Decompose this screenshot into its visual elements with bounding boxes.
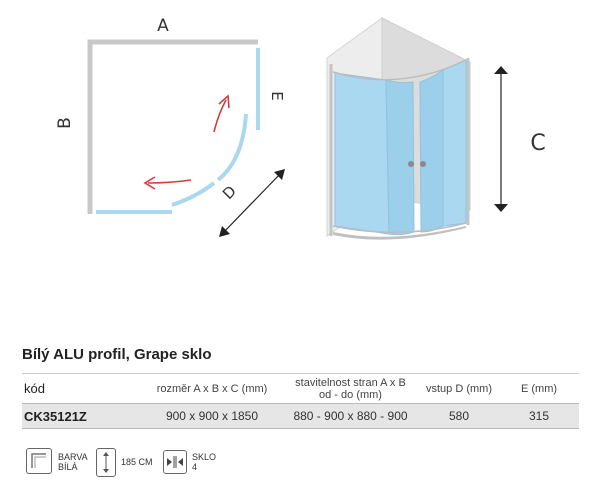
left-fixed-glass: [334, 72, 390, 235]
height-icon: [96, 448, 116, 477]
color-swatch-icon: [26, 448, 52, 474]
opening-arrow-upper: [213, 99, 227, 133]
cell-e: 315: [528, 409, 550, 423]
opening-arrow-lower-head: [143, 176, 156, 190]
header-adjust: stavitelnost stran A x B od - do (mm): [282, 374, 419, 404]
glass-label-line2: 4: [192, 462, 198, 472]
table-header-row: kód rozměr A x B x C (mm) stavitelnost s…: [22, 373, 579, 404]
left-door: [385, 79, 415, 236]
feature-glass: SKLO 4: [163, 447, 233, 479]
curved-door-upper: [216, 113, 248, 182]
right-fixed-glass: [442, 59, 467, 227]
dimension-d-line: [221, 171, 283, 235]
spec-table: kód rozměr A x B x C (mm) stavitelnost s…: [22, 373, 579, 429]
dimension-c-arrow-top: [494, 66, 508, 74]
dimension-d-arrow-lower: [219, 226, 230, 237]
profile-top: [332, 59, 467, 81]
dimension-c-arrow-bottom: [494, 204, 508, 212]
glass-thickness-icon: [163, 450, 187, 474]
header-adjust-line1: stavitelnost stran A x B: [295, 376, 406, 389]
cell-size: 900 x 900 x 1850: [165, 409, 259, 423]
perspective-view: [326, 17, 508, 240]
cell-code: CK35121Z: [24, 408, 87, 424]
label-d: D: [219, 182, 240, 203]
cell-entry: 580: [448, 409, 470, 423]
floor-plan: [87, 39, 285, 237]
wall-corner: [87, 39, 258, 214]
right-handle: [420, 161, 426, 167]
opening-arrow-upper-head: [218, 94, 230, 109]
product-title: Bílý ALU profil, Grape sklo: [22, 346, 212, 363]
label-b: B: [55, 117, 75, 129]
feature-height: 185 CM: [96, 447, 166, 479]
header-code: kód: [24, 380, 45, 396]
label-a: A: [157, 16, 169, 36]
header-e: E (mm): [520, 382, 558, 395]
curved-door-lower: [171, 181, 216, 207]
shower-tray: [333, 226, 466, 240]
header-adjust-line2: od - do (mm): [319, 388, 382, 401]
opening-arrow-lower: [147, 179, 192, 184]
shower-diagrams: A B E D C: [55, 16, 546, 240]
glass-label-line1: SKLO: [192, 452, 217, 462]
header-entry: vstup D (mm): [426, 382, 492, 395]
right-door: [419, 69, 444, 233]
height-label: 185 CM: [121, 457, 153, 467]
label-c: C: [530, 131, 545, 156]
left-handle: [408, 161, 414, 167]
profile-bottom: [332, 222, 467, 234]
cell-adjust: 880 - 900 x 880 - 900: [293, 409, 408, 423]
color-label-line1: BARVA: [58, 452, 88, 462]
dimension-d-arrow-upper: [274, 169, 285, 180]
color-label-line2: BÍLÁ: [58, 462, 78, 472]
feature-color: BARVA BÍLÁ: [26, 447, 106, 479]
table-row: CK35121Z 900 x 900 x 1850 880 - 900 x 88…: [22, 403, 579, 429]
header-size: rozměr A x B x C (mm): [156, 382, 268, 395]
label-e: E: [268, 91, 286, 100]
feature-icons: BARVA BÍLÁ 185 CM SKLO 4: [26, 447, 326, 479]
